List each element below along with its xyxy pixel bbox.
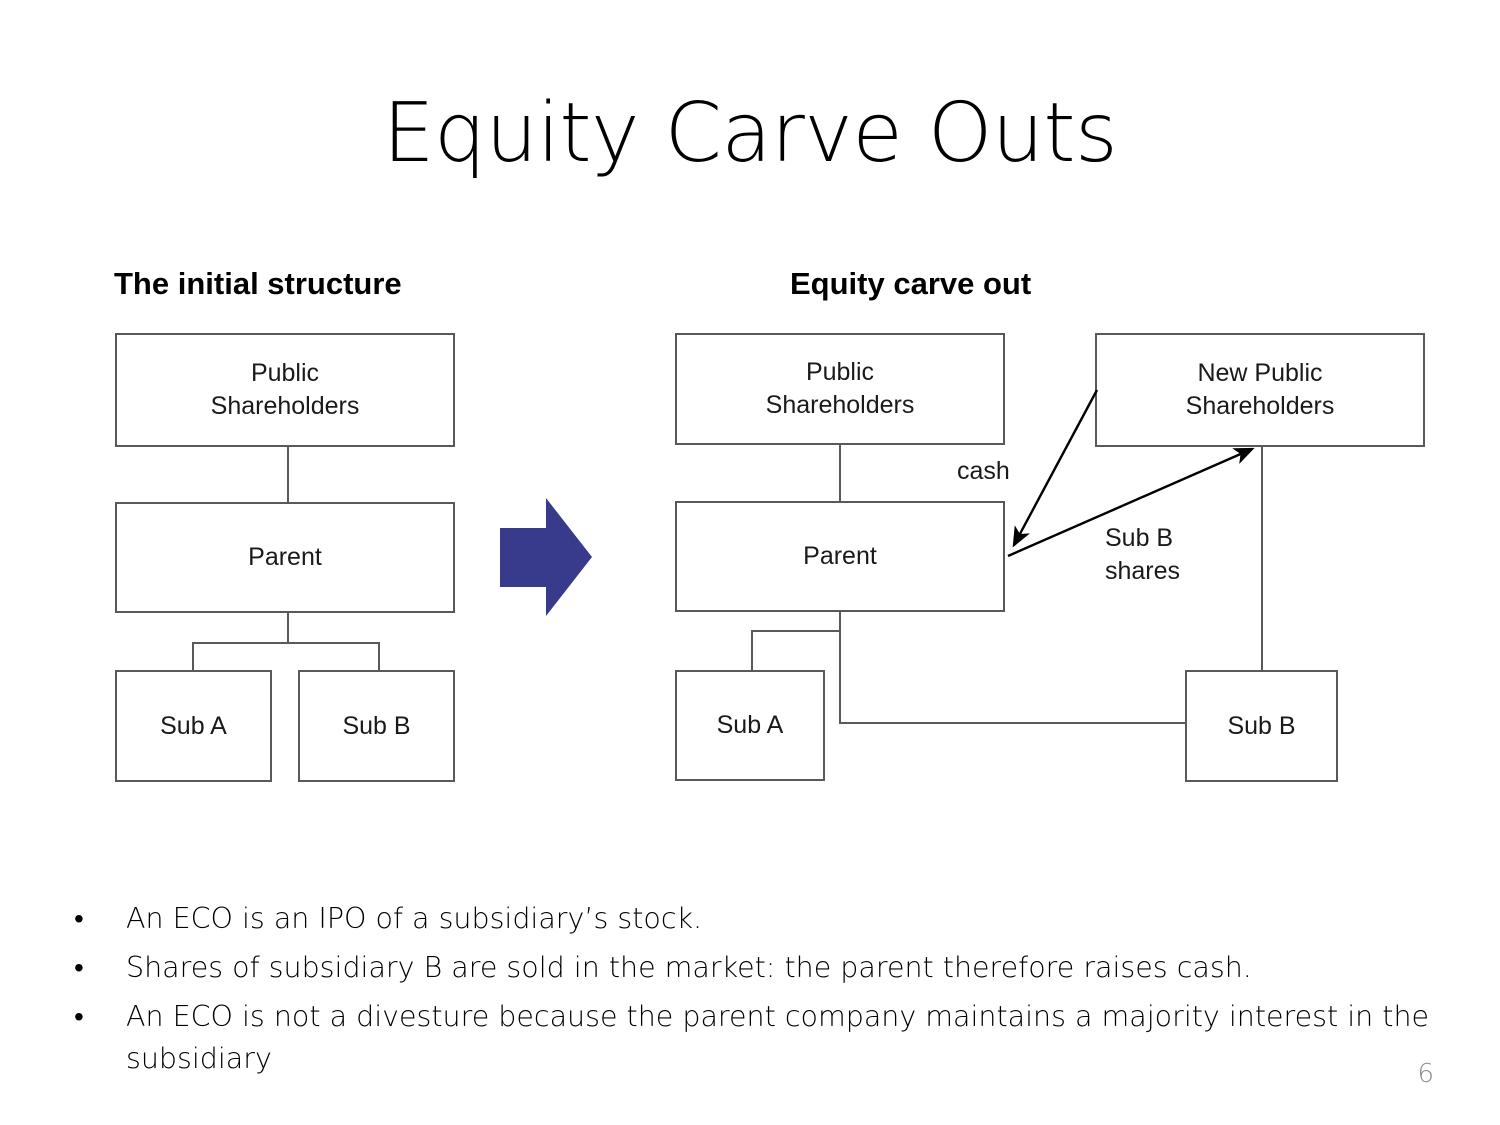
node-public-shareholders-left: Public Shareholders: [115, 333, 455, 447]
page-number: 6: [1417, 1059, 1434, 1089]
node-label: New Public Shareholders: [1185, 359, 1335, 420]
connector-branch-to-sub-a: [751, 630, 753, 671]
connector-parent-to-sub-b: [839, 722, 1187, 724]
connector-bus-to-sub-a-left: [192, 642, 194, 671]
connector-bus-to-sub-b-left: [378, 642, 380, 671]
edge-label-cash: cash: [957, 457, 1010, 485]
node-sub-a-left: Sub A: [115, 670, 272, 782]
node-label: Sub B: [1227, 711, 1296, 740]
list-item: • An ECO is not a divesture because the …: [66, 996, 1436, 1080]
node-new-public-shareholders: New Public Shareholders: [1095, 333, 1425, 447]
node-label: Public Shareholders: [765, 358, 915, 419]
node-parent-right: Parent: [675, 501, 1005, 612]
connector-parent-stem-left: [287, 613, 289, 643]
page-title: Equity Carve Outs: [382, 86, 1118, 181]
bullet-text: Shares of subsidiary B are sold in the m…: [126, 951, 1252, 984]
bullet-text: An ECO is not a divesture because the pa…: [126, 1000, 1430, 1075]
node-label: Sub A: [716, 711, 784, 739]
node-sub-b-left: Sub B: [298, 670, 455, 782]
node-label: Parent: [248, 543, 322, 571]
arrow-cash: [1012, 389, 1099, 548]
bullet-list: • An ECO is an IPO of a subsidiary’s sto…: [66, 898, 1436, 1087]
connector-sub-bus-left: [192, 642, 380, 644]
connector-sub-b-to-new-public-shareholders: [1261, 447, 1263, 671]
connector-public-to-parent-right: [839, 445, 841, 502]
node-sub-b-right: Sub B: [1185, 670, 1338, 782]
right-arrow-icon: [500, 498, 592, 616]
list-item: • Shares of subsidiary B are sold in the…: [66, 947, 1436, 989]
node-public-shareholders-right: Public Shareholders: [675, 333, 1005, 445]
bullet-text: An ECO is an IPO of a subsidiary’s stock…: [126, 902, 703, 935]
edge-label-sub-b-shares: Sub B shares: [1105, 524, 1181, 585]
connector-public-to-parent-left: [287, 447, 289, 502]
bullet-marker: •: [74, 952, 84, 983]
heading-equity-carve-out: Equity carve out: [790, 266, 1032, 301]
node-sub-a-right: Sub A: [675, 670, 825, 781]
node-label: Public Shareholders: [210, 359, 360, 420]
bullet-marker: •: [74, 903, 84, 934]
node-label: Sub A: [160, 711, 227, 740]
connector-parent-to-sub-a-branch: [751, 630, 841, 632]
bullet-marker: •: [74, 1001, 84, 1032]
node-label: Parent: [803, 542, 877, 570]
node-label: Sub B: [342, 711, 411, 740]
connector-parent-stem-right: [839, 612, 841, 724]
heading-initial-structure: The initial structure: [114, 266, 402, 301]
list-item: • An ECO is an IPO of a subsidiary’s sto…: [66, 898, 1436, 940]
node-parent-left: Parent: [115, 502, 455, 613]
